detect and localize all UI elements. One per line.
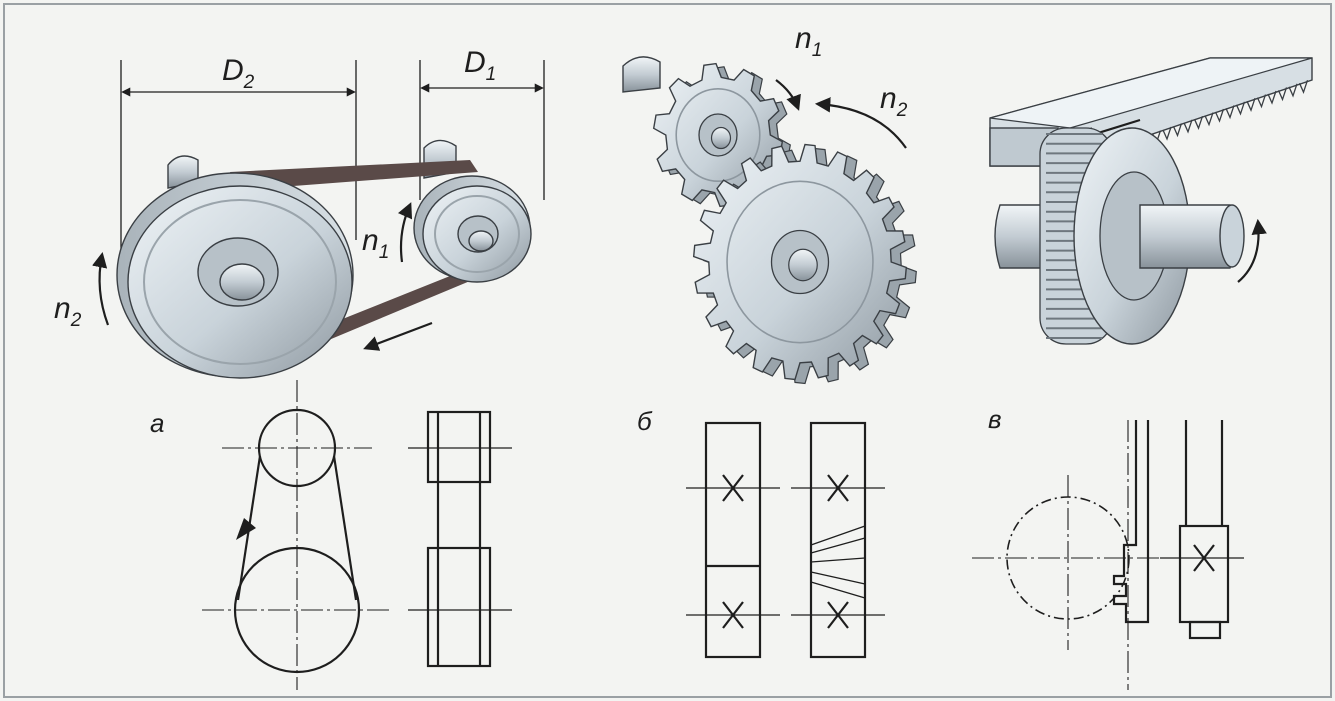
belt-bottom-run (290, 268, 482, 352)
helical-fixed-mark-bottom (827, 601, 849, 629)
n1-rotation-arrow (397, 202, 413, 263)
large-gear (692, 143, 917, 385)
n2-belt-label: n2 (54, 292, 82, 331)
panel-label-v: в (988, 404, 1002, 434)
rack-tooth (1277, 87, 1288, 102)
schematic-belt-direction (236, 518, 256, 540)
n2-rotation-arrow (92, 251, 110, 326)
pinion-fixed-mark (1193, 544, 1215, 572)
gear-n1-label: n1 (795, 22, 822, 61)
belt-direction-arrow (363, 321, 433, 351)
pinion-side-box (1178, 524, 1230, 624)
d1-label: D1 (464, 46, 496, 85)
pinion-rotation-arrow (1237, 218, 1267, 283)
rack-top-face (989, 57, 1313, 129)
belt-top-run (230, 160, 478, 190)
panel-label-b: б (637, 406, 653, 436)
rack-tooth (1214, 108, 1225, 123)
gear-pair-illustration: n1 n2 (622, 22, 917, 385)
herringbone-teeth-lines (810, 525, 866, 599)
spur-fixed-mark-bottom (722, 601, 744, 629)
largeGear-shaft-end (788, 248, 818, 282)
rack-tooth (1204, 112, 1214, 127)
schematic-belt-right (332, 455, 358, 601)
d2-label: D2 (222, 54, 255, 93)
rack-tooth (1235, 101, 1246, 116)
figure-frame (3, 3, 1332, 698)
belt-drive-illustration: D2 D1 n2 n1 (54, 46, 545, 379)
rack-tooth (1193, 115, 1204, 130)
rack-tooth (1288, 83, 1298, 98)
rack-tooth (1183, 119, 1193, 134)
small-gear-back-shaft (622, 56, 661, 93)
rack-tooth (1162, 126, 1172, 141)
pinion-gear (1039, 127, 1191, 345)
large-pulley-groove (143, 199, 337, 365)
rack-section (1112, 420, 1150, 624)
schematic-v: в (972, 404, 1244, 690)
helical-gear-pair-box (809, 421, 867, 659)
small-pulley-groove (434, 195, 520, 273)
schematic-a: а (150, 380, 512, 690)
pinion-side-hub (1188, 620, 1222, 640)
gear-n2-label: n2 (880, 82, 908, 121)
rack-pinion-illustration (989, 57, 1313, 345)
helical-fixed-mark-top (827, 474, 849, 502)
rack-tooth (1267, 90, 1277, 105)
small-pulley-shaft-end (468, 230, 494, 252)
rack-tooth (1298, 79, 1309, 94)
rack-tooth (1225, 105, 1235, 120)
rack-tooth (1256, 94, 1267, 109)
smallGear-web-ring (675, 88, 761, 183)
n1-belt-label: n1 (362, 224, 389, 263)
largeGear-web-ring (726, 180, 874, 344)
rack-tooth (1246, 97, 1256, 112)
spur-fixed-mark-top (722, 474, 744, 502)
gear-n1-arrow (775, 79, 801, 111)
side-view-large-pulley (426, 546, 492, 668)
pinion-shaft-end (1219, 204, 1245, 268)
large-pulley-shaft-end (219, 263, 265, 301)
smallGear-shaft-end (710, 126, 732, 150)
schematic-b: б (637, 406, 885, 659)
side-view-small-pulley (426, 410, 492, 484)
spur-gear-pair-box (704, 421, 762, 659)
gear-n2-arrow (814, 97, 907, 149)
rack-tooth (1172, 123, 1183, 138)
panel-label-a: а (150, 408, 164, 438)
